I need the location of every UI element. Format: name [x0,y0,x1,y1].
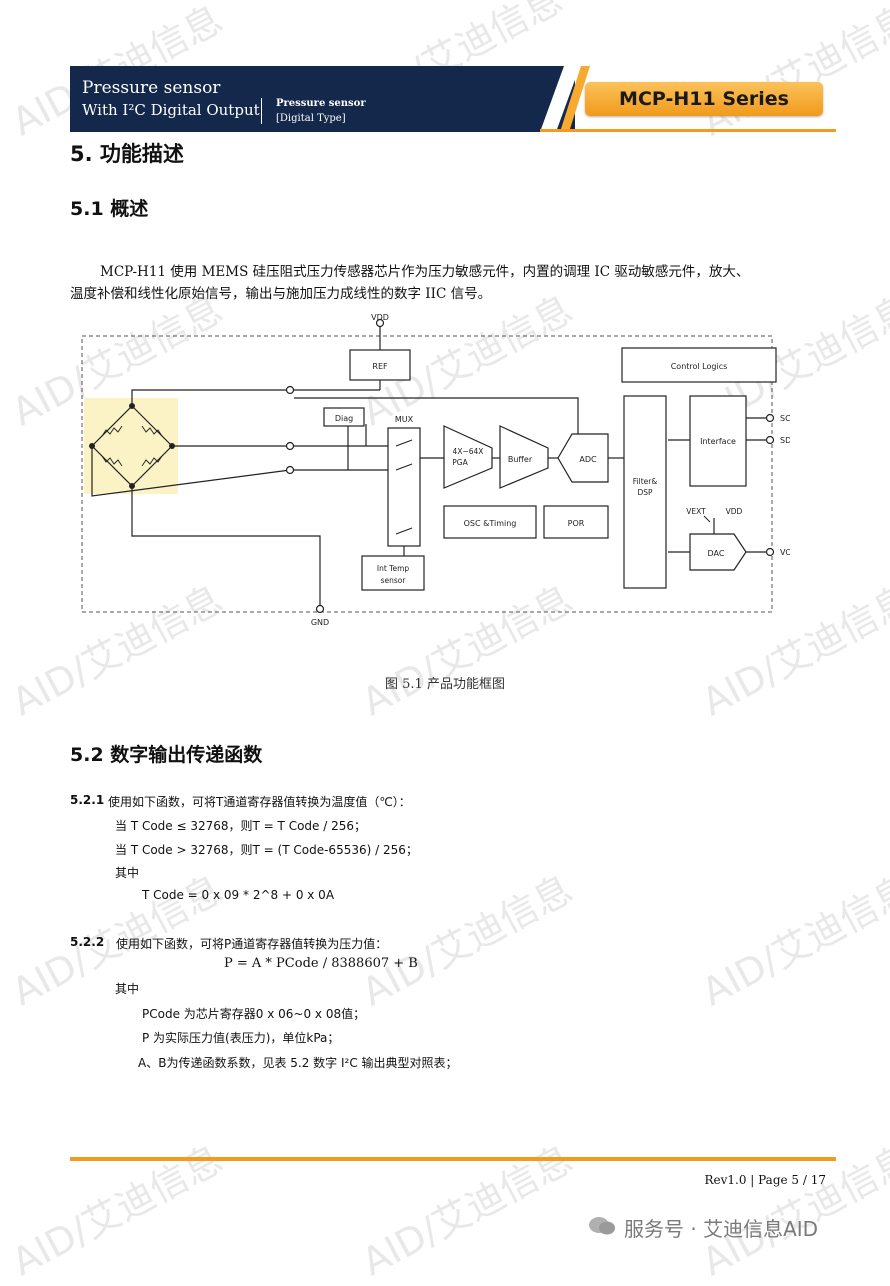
tcode-formula: T Code = 0 x 09 * 2^8 + 0 x 0A [142,888,335,902]
overview-line2: 温度补偿和线性化原始信号，输出与施加压力成线性的数字 IIC 信号。 [70,286,492,302]
header-underline [540,129,836,132]
block-diagram: VDD REF Diag MUX 4X~64X PGA Buffer ADC C… [81,313,790,627]
diag-label: Diag [335,414,353,423]
temp-sensor-label-line1: Int Temp [377,564,410,573]
ab-desc: A、B为传递函数系数，见表 5.2 数字 I²C 输出典型对照表； [138,1056,458,1070]
series-badge: MCP-H11 Series [585,82,823,116]
watermark: AID/艾迪信息 [694,1136,890,1285]
watermark: AID/艾迪信息 [354,1136,580,1285]
sda-label: SDA [780,436,790,445]
page-number: Rev1.0 | Page 5 / 17 [704,1173,826,1187]
section-5-2-2-number: 5.2.2 [70,935,105,949]
watermark: AID/艾迪信息 [694,866,890,1015]
header-title-line2: With I²C Digital Output [82,101,260,119]
temp-sensor-label-line2: sensor [381,576,407,585]
wechat-icon [588,1216,616,1236]
section-5-1-heading: 5.1 概述 [70,198,149,220]
mux-label: MUX [395,415,414,424]
buffer-label: Buffer [508,455,533,464]
pressure-formula: P = A * PCode / 8388607 + B [224,956,418,971]
header-banner [70,66,575,132]
figure-caption: 图 5.1 产品功能框图 [385,677,505,692]
header-subtitle-line1: Pressure sensor [276,98,366,109]
por-label: POR [568,519,585,528]
account-name: 服务号 · 艾迪信息AID [624,1217,819,1241]
section-5-2-heading: 5.2 数字输出传递函数 [70,744,263,766]
section-5-2-1-number: 5.2.1 [70,793,105,807]
overview-line1: MCP-H11 使用 MEMS 硅压阻式压力传感器芯片作为压力敏感元件，内置的调… [100,264,750,280]
pga-label-line1: 4X~64X [453,447,484,456]
adc-label: ADC [579,455,597,464]
filter-label-line2: DSP [637,488,653,497]
temp-formula-1: 当 T Code ≤ 32768，则T = T Code / 256； [115,819,366,833]
interface-label: Interface [700,437,736,446]
gnd-label: GND [311,618,329,627]
temp-formula-2: 当 T Code > 32768，则T = (T Code-65536) / 2… [115,843,418,857]
series-label: MCP-H11 Series [619,88,789,110]
header-subtitle-line2: [Digital Type] [276,113,346,124]
filter-label-line1: Filter& [633,477,658,486]
pcode-desc: PCode 为芯片寄存器0 x 06~0 x 08值； [142,1007,366,1021]
temp-where: 其中 [115,866,140,880]
vext-label: VEXT [686,507,706,516]
pressure-where: 其中 [115,982,140,996]
control-logics-label: Control Logics [671,362,728,371]
header-separator [261,98,262,124]
watermark: AID/艾迪信息 [694,0,890,145]
vdd-label: VDD [371,313,389,322]
section-5-heading: 5. 功能描述 [70,142,184,166]
ref-label: REF [372,362,388,371]
p-desc: P 为实际压力值(表压力)，单位kPa； [142,1031,340,1045]
pga-label-line2: PGA [452,458,468,467]
section-5-2-2-text: 使用如下函数，可将P通道寄存器值转换为压力值： [116,937,388,951]
scl-label: SCL [780,414,790,423]
dac-label: DAC [708,549,725,558]
vout-label: VOUT/FREQ [780,548,790,557]
vdd2-label: VDD [726,507,743,516]
section-5-2-1-text: 使用如下函数，可将T通道寄存器值转换为温度值（℃）： [108,795,411,809]
watermark: AID/艾迪信息 [4,1136,230,1285]
footer-rule [70,1157,836,1161]
header-title-line1: Pressure sensor [82,78,221,98]
osc-label: OSC &Timing [464,519,517,528]
